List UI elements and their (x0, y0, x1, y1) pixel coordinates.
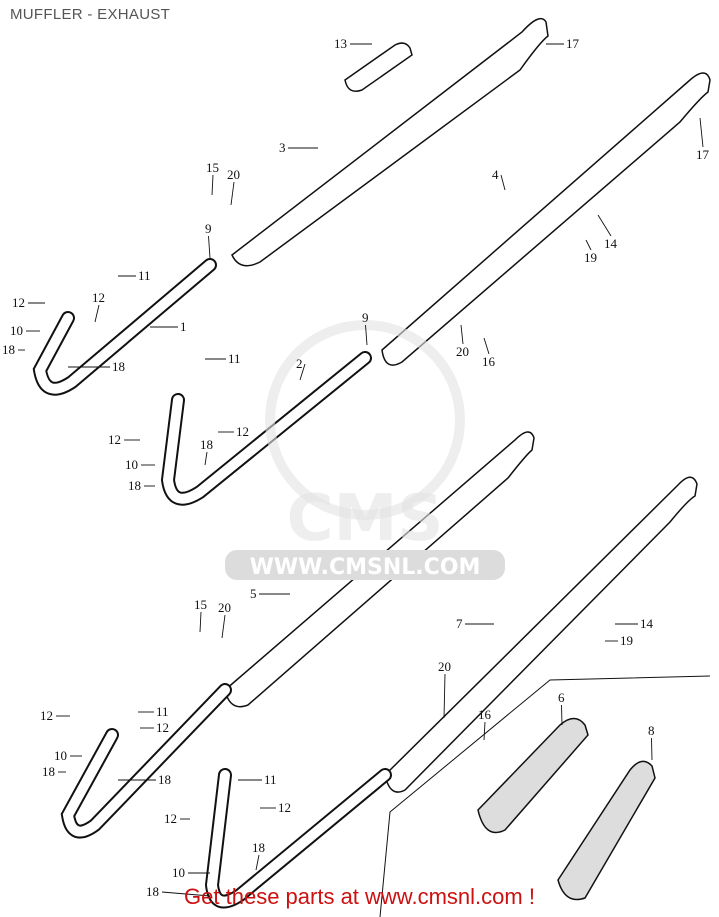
callout-1[interactable]: 1 (180, 319, 187, 334)
leader-line (460, 324, 464, 345)
callout-12[interactable]: 12 (156, 720, 169, 735)
callout-12[interactable]: 12 (40, 708, 53, 723)
callout-6[interactable]: 6 (558, 690, 565, 705)
leader-line (443, 673, 446, 719)
callout-15[interactable]: 15 (194, 597, 207, 612)
callout-18[interactable]: 18 (2, 342, 15, 357)
callout-12[interactable]: 12 (12, 295, 25, 310)
callout-10[interactable]: 10 (125, 457, 138, 472)
leader-line (483, 337, 490, 355)
svg-text:CMS: CMS (287, 482, 444, 556)
leader-line (208, 235, 211, 259)
leader-line (211, 174, 214, 196)
callout-13[interactable]: 13 (334, 36, 347, 51)
callout-14[interactable]: 14 (640, 616, 654, 631)
callout-10[interactable]: 10 (172, 865, 185, 880)
callout-18[interactable]: 18 (128, 478, 141, 493)
callout-20[interactable]: 20 (218, 600, 231, 615)
muffler-7 (384, 476, 698, 793)
callout-10[interactable]: 10 (10, 323, 23, 338)
callout-17[interactable]: 17 (566, 36, 580, 51)
leader-line (161, 891, 211, 897)
leader-line (199, 611, 202, 633)
muffler-4 (381, 72, 711, 366)
callout-18[interactable]: 18 (158, 772, 171, 787)
leader-line (221, 614, 226, 639)
baffle-8 (557, 760, 656, 901)
callout-14[interactable]: 14 (604, 236, 618, 251)
callout-18[interactable]: 18 (112, 359, 125, 374)
callout-20[interactable]: 20 (456, 344, 469, 359)
leader-line (204, 451, 208, 466)
callout-12[interactable]: 12 (278, 800, 291, 815)
callout-15[interactable]: 15 (206, 160, 219, 175)
callout-18[interactable]: 18 (42, 764, 55, 779)
leader-line (94, 304, 100, 323)
muffler-3 (231, 17, 549, 267)
callout-20[interactable]: 20 (438, 659, 451, 674)
callout-16[interactable]: 16 (478, 707, 492, 722)
baffle-13 (344, 42, 413, 92)
leader-line (500, 174, 506, 191)
leader-line (597, 214, 612, 237)
leader-line (483, 721, 486, 741)
callout-18[interactable]: 18 (200, 437, 213, 452)
leader-line (651, 737, 653, 761)
leader-line (585, 239, 592, 251)
leader-line (230, 181, 235, 206)
callout-11[interactable]: 11 (228, 351, 241, 366)
callout-9[interactable]: 9 (205, 221, 212, 236)
parts-drawing (224, 17, 711, 917)
callout-12[interactable]: 12 (92, 290, 105, 305)
callout-2[interactable]: 2 (296, 356, 303, 371)
leader-line (255, 854, 260, 871)
callout-20[interactable]: 20 (227, 167, 240, 182)
callout-16[interactable]: 16 (482, 354, 496, 369)
watermark-text: WWW.CMSNL.COM (250, 555, 481, 580)
leader-line (561, 704, 563, 726)
callout-12[interactable]: 12 (164, 811, 177, 826)
leader-line (299, 363, 306, 381)
watermark: CMS WWW.CMSNL.COM (225, 320, 505, 580)
exhaust-pipes (32, 258, 392, 909)
callout-9[interactable]: 9 (362, 310, 369, 325)
callout-11[interactable]: 11 (264, 772, 277, 787)
callout-11[interactable]: 11 (138, 268, 151, 283)
callout-10[interactable]: 10 (54, 748, 67, 763)
page-title: MUFFLER - EXHAUST (10, 6, 171, 23)
leader-line (699, 117, 704, 148)
footer-link[interactable]: Get these parts at www.cmsnl.com ! (184, 884, 535, 909)
callout-19[interactable]: 19 (620, 633, 633, 648)
callout-11[interactable]: 11 (156, 704, 169, 719)
callout-8[interactable]: 8 (648, 723, 655, 738)
callout-12[interactable]: 12 (108, 432, 121, 447)
callout-5[interactable]: 5 (250, 586, 257, 601)
callout-4[interactable]: 4 (492, 167, 499, 182)
callout-18[interactable]: 18 (146, 884, 159, 899)
leader-line (365, 324, 368, 346)
callout-18[interactable]: 18 (252, 840, 265, 855)
callout-19[interactable]: 19 (584, 250, 597, 265)
callout-7[interactable]: 7 (456, 616, 463, 631)
callout-12[interactable]: 12 (236, 424, 249, 439)
baffle-6 (477, 717, 589, 834)
callout-17[interactable]: 17 (696, 147, 710, 162)
callout-3[interactable]: 3 (279, 140, 286, 155)
